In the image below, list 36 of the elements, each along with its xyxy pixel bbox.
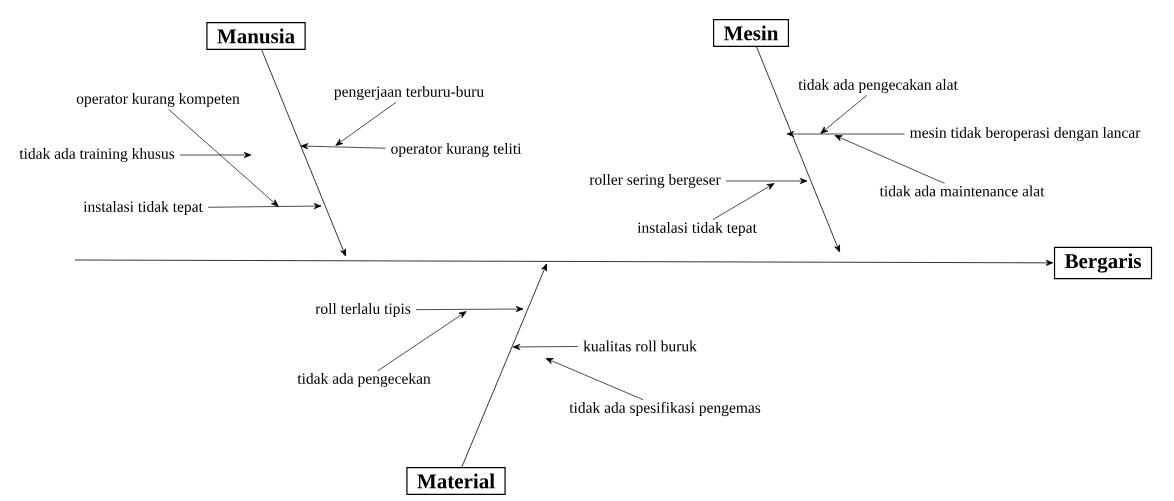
cause-arrow [300,143,386,150]
cause-label: tidak ada maintenance alat [879,185,1045,197]
cause-arrow [335,101,397,146]
cause-arrow [712,183,775,221]
cause-label: instalasi tidak tepat [637,221,757,237]
cause-arrow [820,94,868,134]
cause-arrow [415,306,524,313]
cause-label: tidak ada spesifikasi pengemas [569,401,761,417]
category-box: Bergaris [1053,246,1153,280]
cause-arrow [545,358,644,401]
cause-arrow [168,108,279,207]
cause-arrow [512,343,579,350]
cause-label: roller sering bergeser [589,173,721,189]
category-box: Manusia [206,22,306,50]
cause-label: mesin tidak beroperasi dengan lancar [910,126,1141,142]
cause-arrow [377,311,467,372]
bone-arrow [756,46,840,253]
spine-arrow [74,259,1054,266]
cause-label: pengerjaan terburu-buru [334,85,484,101]
category-box: Mesin [713,19,789,47]
cause-label: kualitas roll buruk [583,340,697,352]
cause-label: tidak ada pengecakan alat [798,78,958,94]
category-box: Material [406,467,506,495]
cause-label: tidak ada pengecekan [297,372,431,388]
bone-arrow [261,49,346,257]
cause-arrow [834,135,945,184]
cause-label: roll terlalu tipis [315,302,411,318]
cause-arrow [725,177,808,185]
cause-label: operator kurang teliti [391,142,522,158]
cause-label: operator kurang kompeten [76,92,240,108]
cause-arrow [786,130,905,138]
cause-label: instalasi tidak tepat [83,200,203,215]
cause-arrow [179,151,252,159]
cause-arrow [207,203,322,210]
bone-arrow [461,263,547,468]
cause-label: tidak ada training khusus [19,147,175,163]
